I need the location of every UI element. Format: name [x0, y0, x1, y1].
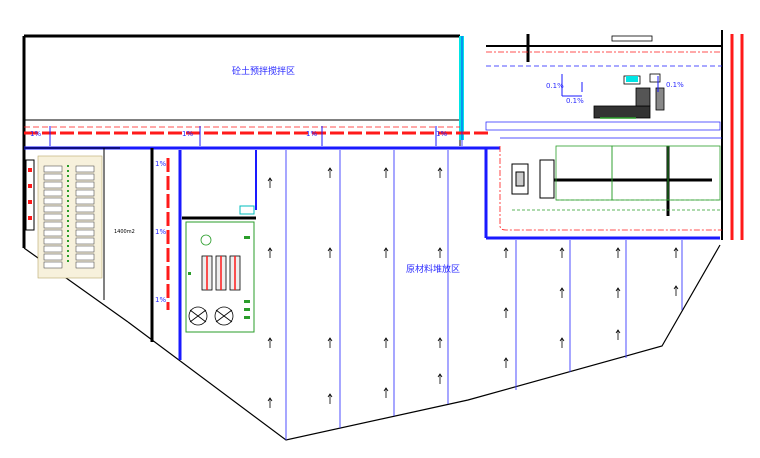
flow-arrow [615, 329, 621, 340]
storage-rack-right [75, 197, 95, 205]
storage-rack-right [75, 181, 95, 189]
raw-material-zone-label: 原材料堆放区 [406, 263, 460, 275]
grade-arrows [561, 74, 659, 97]
slope-label-5: 1% [155, 160, 166, 168]
storage-rack-left [43, 237, 63, 245]
arrow-up-icon [267, 167, 679, 408]
storage-rack-right [75, 205, 95, 213]
flow-arrow [383, 247, 389, 258]
storage-rack-left [43, 245, 63, 253]
slope-label-3: 1% [306, 130, 317, 138]
area-note-label: 1400m2 [114, 229, 135, 235]
storage-rack-left [43, 205, 63, 213]
flow-arrow [327, 337, 333, 348]
storage-rack-right [75, 261, 95, 269]
storage-red-mark [28, 216, 32, 220]
grade-label-right: 0.1% [666, 81, 684, 89]
storage-rack-right [75, 165, 95, 173]
equipment-tanks [201, 255, 241, 291]
flow-arrow [327, 393, 333, 404]
fan-icon [188, 306, 234, 326]
storage-dark-strip [25, 159, 35, 231]
storage-rack-left [43, 173, 63, 181]
storage-rack-left [43, 261, 63, 269]
storage-red-mark [28, 184, 32, 188]
flow-arrow [267, 247, 273, 258]
storage-rack-left [43, 229, 63, 237]
bay-dividers [285, 150, 683, 440]
storage-red-marks [28, 168, 32, 220]
weighbridge [511, 159, 555, 199]
storage-rack-left [43, 221, 63, 229]
storage-rack-right [75, 221, 95, 229]
flow-arrow [437, 247, 443, 258]
flow-arrow [383, 387, 389, 398]
storage-rack-right [75, 229, 95, 237]
storage-rack-left [43, 213, 63, 221]
storage-rack-right [75, 173, 95, 181]
slope-label-6: 1% [155, 228, 166, 236]
slope-label-4: 1% [436, 130, 447, 138]
storage-red-mark [28, 200, 32, 204]
flow-arrow [503, 307, 509, 318]
site-boundary [23, 244, 721, 441]
storage-rack-right [75, 237, 95, 245]
cyan-equipment-mark [626, 76, 638, 82]
flow-arrow [267, 397, 273, 408]
grade-label-mid: 0.1% [566, 97, 584, 105]
flow-arrow [673, 247, 679, 258]
flow-arrow [559, 337, 565, 348]
storage-racks [43, 165, 95, 269]
storage-rack-left [43, 189, 63, 197]
route-red-dashed [486, 51, 722, 231]
flow-arrow [615, 247, 621, 258]
flow-arrow [383, 337, 389, 348]
storage-rack-left [43, 253, 63, 261]
warehouse-dash-lines [512, 199, 720, 211]
flow-arrow [267, 177, 273, 188]
warehouse-bays [555, 145, 721, 201]
storage-red-mark [28, 168, 32, 172]
storage-rack-left [43, 181, 63, 189]
storage-rack-right [75, 245, 95, 253]
flow-arrow [327, 167, 333, 178]
boundary-bottom-diagonal [127, 244, 721, 441]
slope-label-2: 1% [182, 130, 193, 138]
grade-label-left: 0.1% [546, 82, 564, 90]
storage-rack-right [75, 253, 95, 261]
flow-arrow [559, 247, 565, 258]
flow-arrow [327, 247, 333, 258]
flow-arrow [437, 337, 443, 348]
flow-arrow [437, 167, 443, 178]
slope-label-1: 1% [30, 130, 41, 138]
flow-arrow [615, 287, 621, 298]
flow-arrow [503, 247, 509, 258]
flow-arrow [383, 167, 389, 178]
storage-rack-right [75, 189, 95, 197]
slope-label-7: 1% [155, 296, 166, 304]
equipment-green-marks [188, 234, 250, 319]
flow-arrow [267, 337, 273, 348]
flow-arrow [559, 287, 565, 298]
storage-rack-right [75, 213, 95, 221]
concrete-zone-label: 砼土预拌搅拌区 [232, 65, 295, 77]
flow-arrow [673, 285, 679, 296]
flow-arrow [437, 373, 443, 384]
storage-rack-left [43, 197, 63, 205]
cyan-gap-strip [459, 36, 464, 140]
equipment-cyan-marker [239, 205, 255, 215]
storage-rack-left [43, 165, 63, 173]
drain-drop-lines [49, 126, 437, 146]
aisle-lines [485, 65, 722, 139]
flow-arrow [503, 357, 509, 368]
structural-walls [24, 30, 723, 342]
